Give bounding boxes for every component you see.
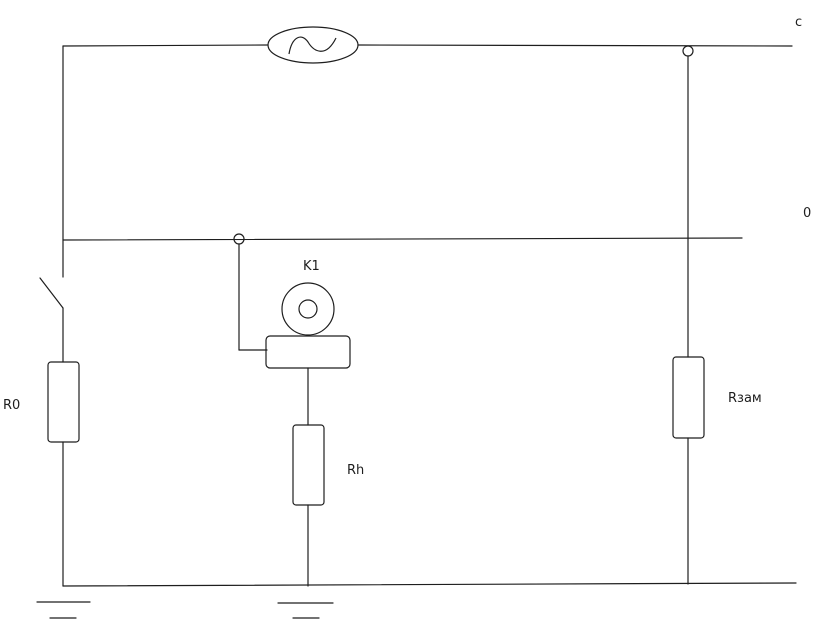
phase-junction-node xyxy=(682,45,694,57)
label-rzam: Rзам xyxy=(728,391,762,406)
resistor-rzam xyxy=(672,356,705,439)
neutral-wire xyxy=(62,237,743,241)
label-neutral-0: 0 xyxy=(803,206,811,221)
ac-source xyxy=(267,26,359,64)
label-k1: K1 xyxy=(303,259,320,274)
label-r0: R0 xyxy=(3,398,20,413)
relay-outer-ring xyxy=(281,282,335,336)
relay-k1 xyxy=(265,282,351,369)
resistor-rh xyxy=(292,424,325,506)
phase-wire-left xyxy=(62,44,269,47)
relay-coil-body xyxy=(265,335,351,369)
resistor-r0 xyxy=(47,361,80,443)
switch-blade xyxy=(39,277,64,309)
ground-bus xyxy=(62,582,797,587)
label-rh: Rh xyxy=(347,463,364,478)
sine-wave-icon xyxy=(288,36,337,55)
relay-inner-ring xyxy=(298,299,318,319)
label-phase-c: c xyxy=(795,15,802,30)
phase-wire-right xyxy=(357,44,793,47)
ground-symbol-middle xyxy=(277,602,334,619)
ground-symbol-left xyxy=(36,601,91,619)
